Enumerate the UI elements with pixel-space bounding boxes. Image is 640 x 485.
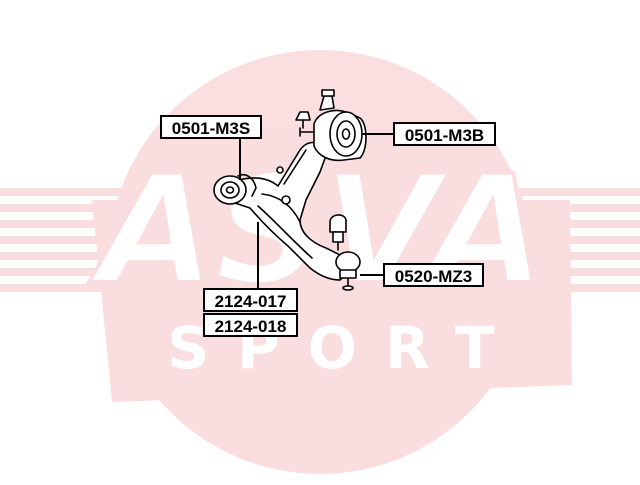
leader-lines [239, 133, 393, 288]
arm-hole [281, 195, 291, 205]
ball-joint [335, 251, 361, 291]
control-arm-rib-lower [257, 205, 313, 259]
part-label-ball-joint[interactable]: 0520-MZ3 [383, 263, 484, 287]
link-stud [329, 214, 347, 251]
arm-hole-small [276, 166, 284, 174]
asva-sport-watermark: ASVA SPORT [0, 50, 640, 474]
part-label-arm-left[interactable]: 2124-017 [203, 288, 298, 312]
control-arm-drawing [213, 89, 367, 291]
part-label-upper-left[interactable]: 0501-M3S [160, 115, 262, 139]
front-bushing [213, 173, 257, 205]
watermark-plate [92, 200, 572, 402]
rear-bushing [295, 89, 367, 162]
control-arm-rib-upper [283, 149, 307, 185]
part-label-upper-right[interactable]: 0501-M3B [393, 122, 496, 146]
part-label-arm-right[interactable]: 2124-018 [203, 313, 298, 337]
